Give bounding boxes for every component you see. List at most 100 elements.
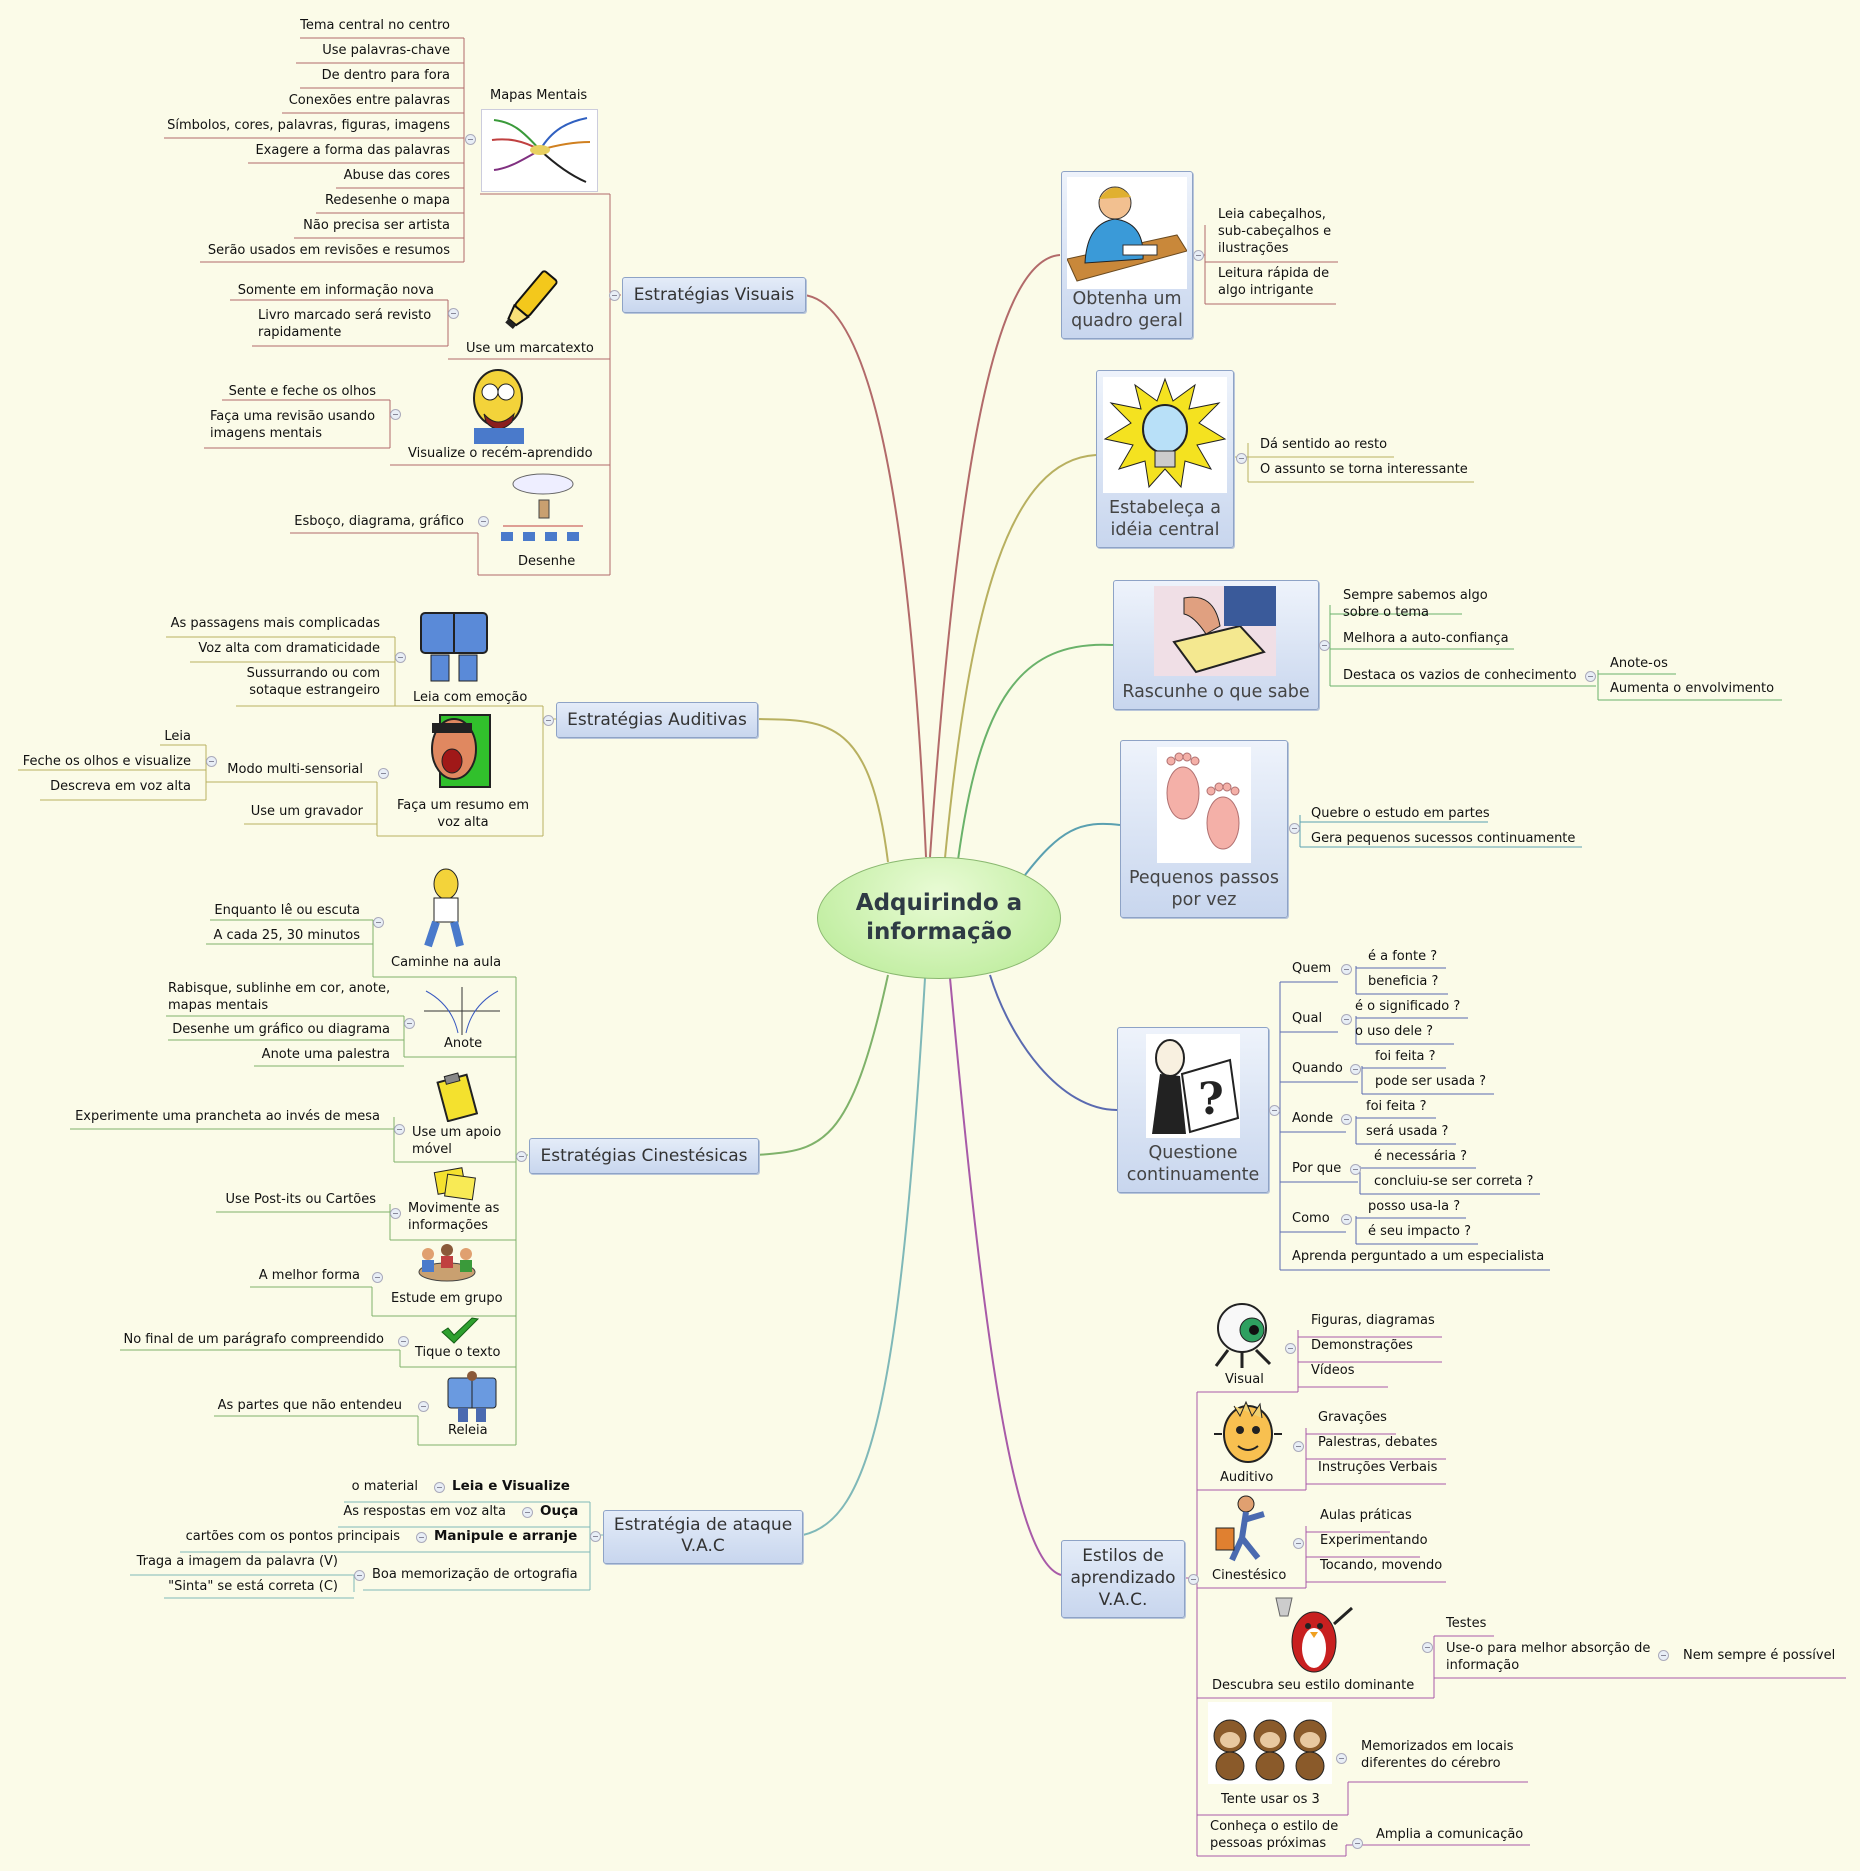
caminhe-item-1[interactable]: Enquanto lê ou escuta	[214, 903, 360, 918]
collapse-toggle-icon[interactable]	[354, 1570, 365, 1581]
desenhe-item-1[interactable]: Esboço, diagrama, gráfico	[294, 514, 464, 529]
mapas-item-2[interactable]: Use palavras-chave	[322, 43, 450, 58]
estilo-visual[interactable]: Visual	[1225, 1372, 1264, 1387]
apoio-item-1[interactable]: Experimente uma prancheta ao invés de me…	[75, 1109, 380, 1124]
visual-item-2[interactable]: Demonstrações	[1311, 1338, 1413, 1353]
subtopic-visualize[interactable]: Visualize o recém-aprendido	[408, 446, 593, 461]
auditivo-item-3[interactable]: Instruções Verbais	[1318, 1460, 1438, 1475]
movimente-item-1[interactable]: Use Post-its ou Cartões	[225, 1192, 376, 1207]
releia-item-1[interactable]: As partes que não entendeu	[217, 1398, 402, 1413]
marcatexto-item-2[interactable]: Livro marcado será revisto rapidamente	[258, 308, 432, 340]
subtopic-resumo-voz-alta[interactable]: Faça um resumo em voz alta	[396, 798, 529, 830]
grupo-item-1[interactable]: A melhor forma	[258, 1268, 360, 1283]
quem-answer-1[interactable]: é a fonte ?	[1368, 949, 1438, 964]
ideia-item-2[interactable]: O assunto se torna interessante	[1260, 462, 1468, 477]
quando-answer-2[interactable]: pode ser usada ?	[1375, 1074, 1487, 1089]
collapse-toggle-icon[interactable]	[395, 652, 406, 663]
estilo-tres[interactable]: Tente usar os 3	[1221, 1792, 1320, 1807]
topic-estrategia-ataque[interactable]: Estratégia de ataque V.A.C	[603, 1510, 803, 1564]
collapse-toggle-icon[interactable]	[1350, 1064, 1361, 1075]
leia-item-3[interactable]: Sussurrando ou com sotaque estrangeiro	[246, 666, 380, 698]
collapse-toggle-icon[interactable]	[1188, 1574, 1199, 1585]
dominante-item-2[interactable]: Use-o para melhor absorção de informação	[1446, 1641, 1651, 1673]
tres-item-1[interactable]: Memorizados em locais diferentes do cére…	[1361, 1739, 1514, 1771]
collapse-toggle-icon[interactable]	[590, 1531, 601, 1542]
subtopic-use-marcatexto[interactable]: Use um marcatexto	[466, 341, 594, 356]
collapse-toggle-icon[interactable]	[1585, 671, 1596, 682]
multi-item-1[interactable]: Leia	[164, 729, 191, 744]
qual-answer-1[interactable]: é o significado ?	[1355, 999, 1461, 1014]
ataque-manipule[interactable]: Manipule e arranje	[434, 1528, 578, 1544]
collapse-toggle-icon[interactable]	[398, 1336, 409, 1347]
topic-estrategias-visuais[interactable]: Estratégias Visuais	[622, 277, 806, 313]
collapse-toggle-icon[interactable]	[1341, 964, 1352, 975]
visual-item-1[interactable]: Figuras, diagramas	[1311, 1313, 1435, 1328]
rascunhe-item-1[interactable]: Sempre sabemos algo sobre o tema	[1343, 588, 1488, 620]
cinestesico-item-3[interactable]: Tocando, movendo	[1320, 1558, 1443, 1573]
mapas-item-9[interactable]: Não precisa ser artista	[303, 218, 450, 233]
subtopic-desenhe[interactable]: Desenhe	[518, 554, 576, 569]
collapse-toggle-icon[interactable]	[1293, 1538, 1304, 1549]
subtopic-estude-grupo[interactable]: Estude em grupo	[391, 1291, 503, 1306]
question-quando[interactable]: Quando	[1292, 1061, 1343, 1076]
topic-rascunhe[interactable]: Rascunhe o que sabe	[1113, 580, 1319, 710]
topic-questione[interactable]: ? Questione continuamente	[1117, 1027, 1269, 1193]
collapse-toggle-icon[interactable]	[434, 1482, 445, 1493]
multi-item-3[interactable]: Descreva em voz alta	[50, 779, 191, 794]
visual-item-3[interactable]: Vídeos	[1311, 1363, 1355, 1378]
geral-item-2[interactable]: Leitura rápida de algo intrigante	[1218, 266, 1330, 298]
collapse-toggle-icon[interactable]	[1319, 640, 1330, 651]
collapse-toggle-icon[interactable]	[378, 768, 389, 779]
ataque-cartoes[interactable]: cartões com os pontos principais	[185, 1529, 400, 1544]
passos-item-1[interactable]: Quebre o estudo em partes	[1311, 806, 1490, 821]
subtopic-caminhe[interactable]: Caminhe na aula	[391, 955, 502, 970]
dominante-item-1[interactable]: Testes	[1446, 1616, 1487, 1631]
como-answer-1[interactable]: posso usa-la ?	[1368, 1199, 1461, 1214]
dominante-nem-sempre[interactable]: Nem sempre é possível	[1683, 1648, 1836, 1663]
estilo-cinestesico[interactable]: Cinestésico	[1212, 1568, 1287, 1583]
visualize-item-2[interactable]: Faça uma revisão usando imagens mentais	[210, 409, 376, 441]
ataque-o-material[interactable]: o material	[351, 1479, 418, 1494]
ataque-ouca[interactable]: Ouça	[540, 1503, 579, 1519]
collapse-toggle-icon[interactable]	[404, 1018, 415, 1029]
subtopic-mapas-mentais[interactable]: Mapas Mentais	[490, 88, 588, 103]
topic-ideia-central[interactable]: Estabeleça a idéia central	[1096, 370, 1234, 548]
question-especialista[interactable]: Aprenda perguntado a um especialista	[1292, 1249, 1545, 1264]
subtopic-tique-texto[interactable]: Tique o texto	[415, 1345, 501, 1360]
mapas-item-8[interactable]: Redesenhe o mapa	[324, 193, 450, 208]
collapse-toggle-icon[interactable]	[1289, 823, 1300, 834]
collapse-toggle-icon[interactable]	[465, 134, 476, 145]
anote-item-1[interactable]: Rabisque, sublinhe em cor, anote, mapas …	[168, 981, 391, 1013]
ataque-leia-visualize[interactable]: Leia e Visualize	[452, 1478, 570, 1494]
collapse-toggle-icon[interactable]	[1341, 1214, 1352, 1225]
collapse-toggle-icon[interactable]	[1658, 1650, 1669, 1661]
question-por-que[interactable]: Por que	[1292, 1161, 1342, 1176]
caminhe-item-2[interactable]: A cada 25, 30 minutos	[213, 928, 360, 943]
quem-answer-2[interactable]: beneficia ?	[1368, 974, 1439, 989]
estilo-auditivo[interactable]: Auditivo	[1220, 1470, 1274, 1485]
subtopic-leia-emocao[interactable]: Leia com emoção	[413, 690, 528, 705]
collapse-toggle-icon[interactable]	[1341, 1114, 1352, 1125]
porque-answer-1[interactable]: é necessária ?	[1374, 1149, 1467, 1164]
cinestesico-item-1[interactable]: Aulas práticas	[1320, 1508, 1412, 1523]
subtopic-releia[interactable]: Releia	[448, 1423, 488, 1438]
geral-item-1[interactable]: Leia cabeçalhos, sub-cabeçalhos e ilustr…	[1218, 207, 1332, 256]
question-qual[interactable]: Qual	[1292, 1011, 1323, 1026]
central-topic[interactable]: Adquirindo a informação	[817, 857, 1061, 979]
anote-item-2[interactable]: Desenhe um gráfico ou diagrama	[172, 1022, 390, 1037]
vazios-item-2[interactable]: Aumenta o envolvimento	[1610, 681, 1775, 696]
collapse-toggle-icon[interactable]	[478, 516, 489, 527]
collapse-toggle-icon[interactable]	[1352, 1838, 1363, 1849]
estilo-conheca[interactable]: Conheça o estilo de pessoas próximas	[1210, 1819, 1339, 1851]
rascunhe-item-2[interactable]: Melhora a auto-confiança	[1343, 631, 1509, 646]
leia-item-2[interactable]: Voz alta com dramaticidade	[198, 641, 380, 656]
collapse-toggle-icon[interactable]	[206, 756, 217, 767]
collapse-toggle-icon[interactable]	[394, 1124, 405, 1135]
mapas-item-5[interactable]: Símbolos, cores, palavras, figuras, imag…	[167, 118, 450, 133]
collapse-toggle-icon[interactable]	[390, 1208, 401, 1219]
collapse-toggle-icon[interactable]	[416, 1532, 427, 1543]
mapas-item-3[interactable]: De dentro para fora	[321, 68, 450, 83]
collapse-toggle-icon[interactable]	[1285, 1343, 1296, 1354]
mapas-item-10[interactable]: Serão usados em revisões e resumos	[207, 243, 450, 258]
ortografia-item-2[interactable]: "Sinta" se está correta (C)	[168, 1579, 338, 1594]
